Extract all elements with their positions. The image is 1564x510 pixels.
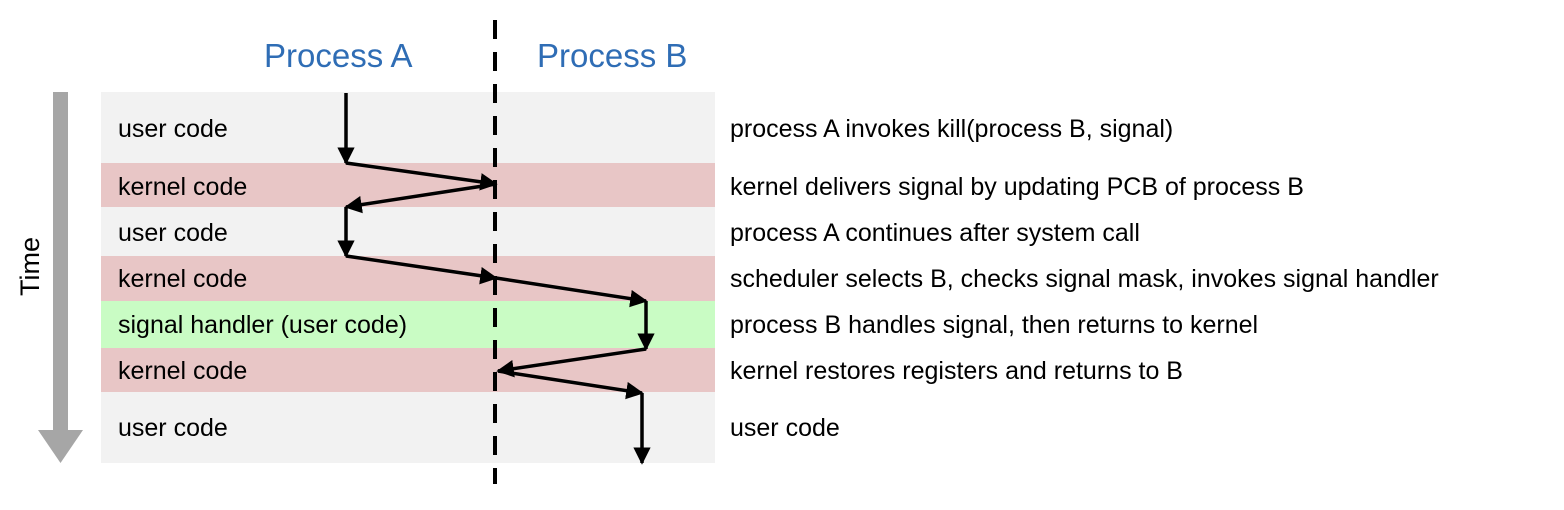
- time-axis-shaft: [53, 92, 68, 432]
- flow-arrow: [495, 276, 648, 308]
- row-description: process B handles signal, then returns t…: [730, 311, 1259, 339]
- row-band-user-2: [101, 207, 715, 256]
- row-label: user code: [118, 115, 228, 143]
- flow-arrow: [344, 182, 497, 214]
- flow-arrow: [496, 347, 647, 378]
- row-description: process A continues after system call: [730, 219, 1140, 247]
- process-a-title: Process A: [264, 37, 413, 74]
- process-b-title: Process B: [537, 37, 688, 74]
- row-description: scheduler selects B, checks signal mask,…: [730, 265, 1439, 293]
- flow-arrow: [345, 161, 498, 191]
- row-description: user code: [730, 414, 840, 442]
- row-label: kernel code: [118, 357, 248, 385]
- row-label: user code: [118, 219, 228, 247]
- row-band-user-3: [101, 392, 715, 463]
- row-description: process A invokes kill(process B, signal…: [730, 115, 1174, 143]
- flow-arrow: [345, 254, 498, 285]
- row-band-signal-handler: [101, 301, 715, 348]
- row-label: kernel code: [118, 265, 248, 293]
- flow-arrow: [497, 369, 644, 400]
- time-axis-arrowhead: [38, 430, 83, 463]
- row-label: user code: [118, 414, 228, 442]
- row-description: kernel delivers signal by updating PCB o…: [730, 173, 1304, 201]
- row-description: kernel restores registers and returns to…: [730, 357, 1183, 385]
- row-label: kernel code: [118, 173, 248, 201]
- row-band-user-1: [101, 92, 715, 163]
- row-label: signal handler (user code): [118, 311, 408, 339]
